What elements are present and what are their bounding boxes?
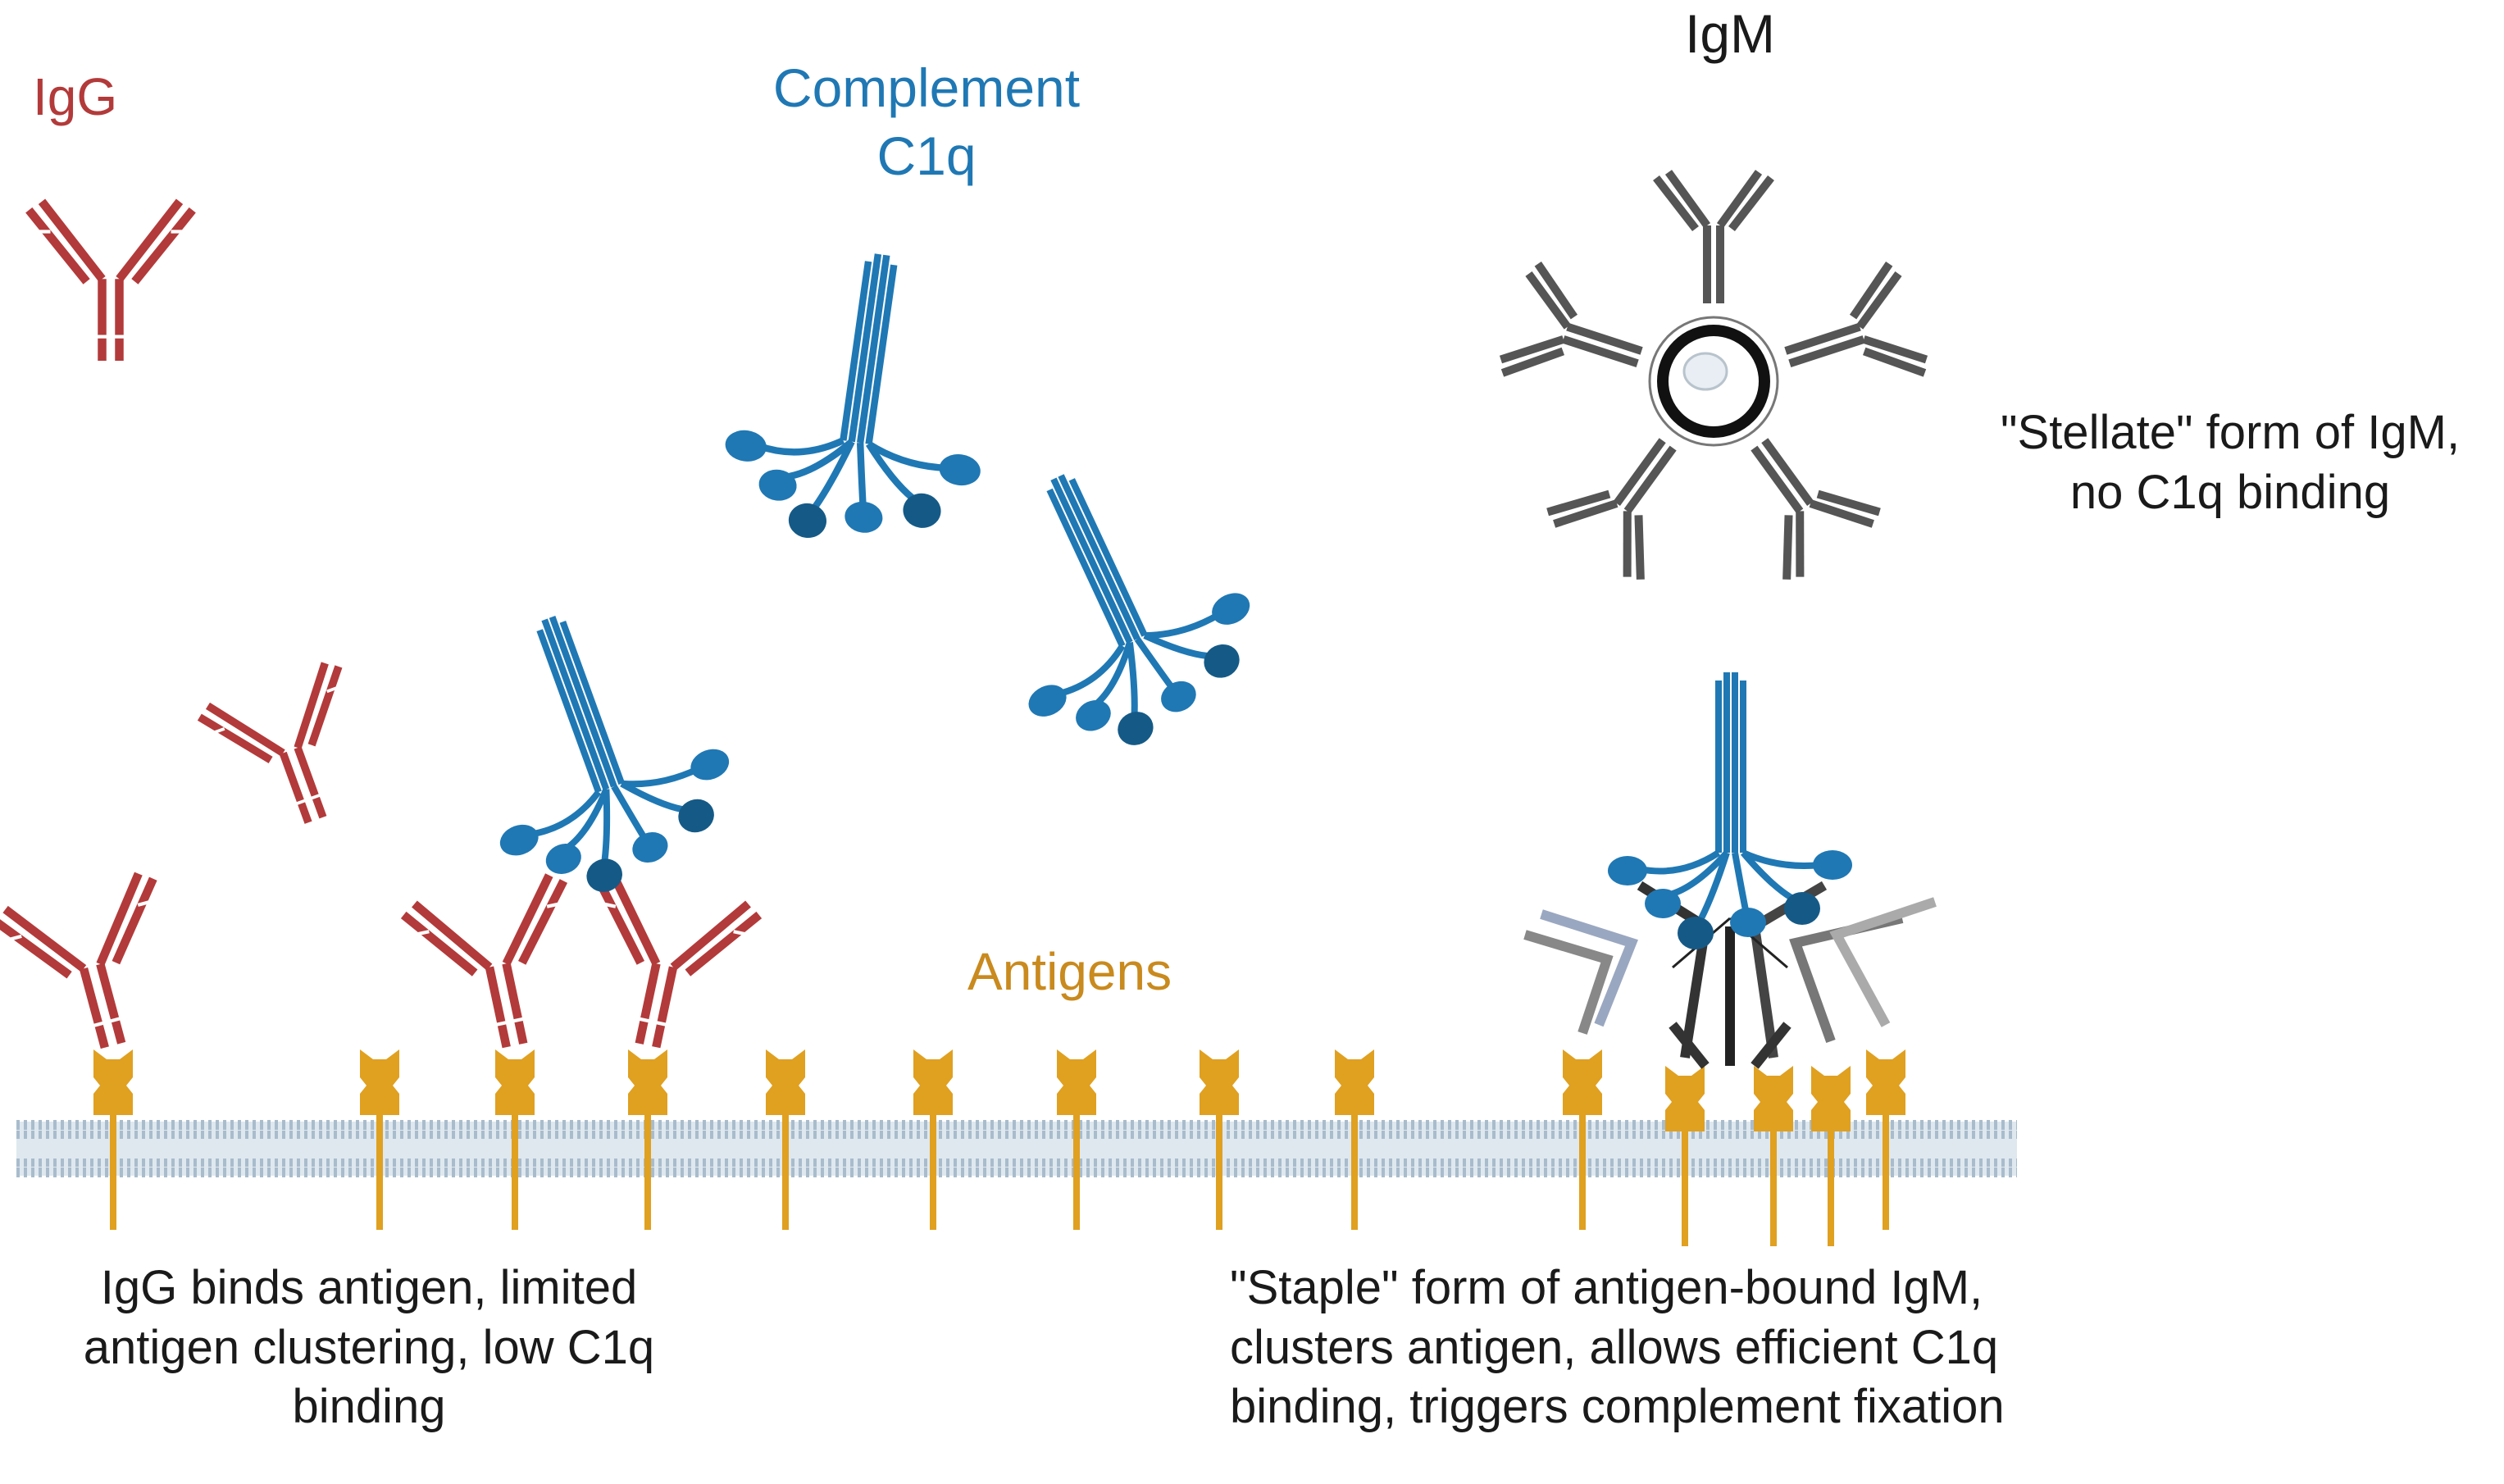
c1q-complex-icon xyxy=(433,577,758,922)
igm-title: IgM xyxy=(1684,3,1776,64)
c1q-title: Complement C1q xyxy=(722,54,1131,189)
igm-caption-line: clusters antigen, allows efficient C1q xyxy=(1230,1320,1999,1374)
c1q-complex-icon xyxy=(714,237,1008,561)
c1q-title-line: C1q xyxy=(876,125,977,186)
igg-caption: IgG binds antigen, limited antigen clust… xyxy=(0,1259,738,1437)
igg-bound-group xyxy=(0,871,761,1067)
igg-antibody-icon xyxy=(197,659,385,845)
igg-caption-line: IgG binds antigen, limited xyxy=(100,1261,638,1314)
stellate-caption-line: no C1q binding xyxy=(2069,465,2391,519)
igm-pentamer-icon xyxy=(1497,172,1930,584)
igm-staple-group xyxy=(1523,672,1937,1069)
c1q-complex-icon xyxy=(946,426,1285,781)
antigens-label: Antigens xyxy=(967,942,1172,1001)
c1q-title-line: Complement xyxy=(772,57,1081,118)
stellate-caption-line: "Stellate" form of IgM, xyxy=(2000,406,2461,459)
stellate-caption: "Stellate" form of IgM, no C1q binding xyxy=(1951,403,2504,522)
igm-caption-line: "Staple" form of antigen-bound IgM, xyxy=(1230,1261,1983,1314)
igg-antibody-icon xyxy=(402,872,595,1062)
igg-antibody-icon xyxy=(567,872,761,1062)
cell-membrane xyxy=(16,1120,2017,1177)
igg-antibody-icon xyxy=(0,871,192,1067)
igg-antibody-icon xyxy=(29,202,193,361)
igm-caption-line: binding, triggers complement fixation xyxy=(1230,1380,2005,1433)
c1q-complex-icon xyxy=(1608,672,1852,949)
igg-title: IgG xyxy=(33,67,118,126)
igm-caption: "Staple" form of antigen-bound IgM, clus… xyxy=(1230,1259,2005,1437)
igg-caption-line: antigen clustering, low C1q xyxy=(83,1320,655,1374)
igg-free-group xyxy=(29,202,385,845)
igg-caption-line: binding xyxy=(292,1380,446,1433)
c1q-free-group xyxy=(433,237,1285,921)
